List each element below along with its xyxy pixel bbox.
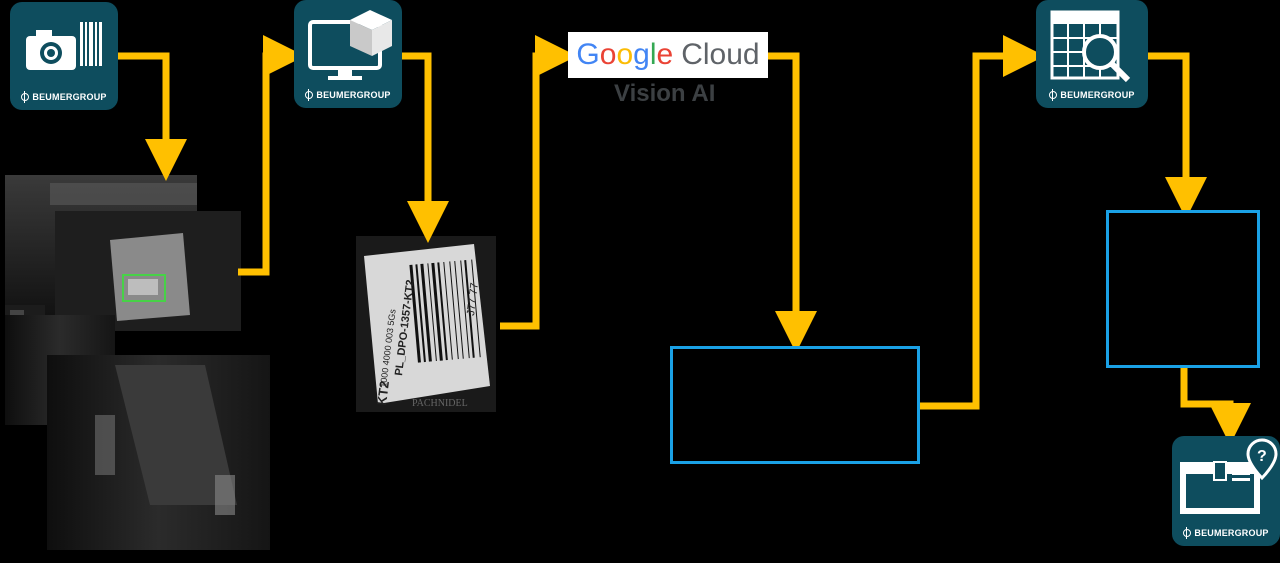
barcode-bar	[464, 260, 475, 358]
beumer-logo-icon	[1183, 527, 1192, 539]
arrow-vision-to-result	[768, 52, 817, 353]
barcode-bar	[443, 261, 453, 360]
barcode-bar	[431, 262, 443, 361]
label-tag-text: KT2	[374, 380, 392, 406]
barcode-bar	[409, 264, 421, 363]
parcel-location-icon: ?	[1180, 438, 1278, 514]
process-tile: BEUMERGROUP	[294, 0, 402, 108]
barcode-bar	[437, 262, 448, 361]
label-image-graphic: PL_DPO-1357-KT2 1000 4000 003 5Gs J77 77…	[356, 236, 496, 412]
grid-search-icon	[1050, 10, 1131, 83]
barcode-bar	[460, 260, 470, 359]
arrow-capture-to-images	[118, 52, 187, 181]
ocr-result-box	[670, 346, 920, 464]
barcode-bar	[415, 264, 426, 363]
track-tile-label: BEUMERGROUP	[1194, 528, 1269, 538]
process-tile-label: BEUMERGROUP	[316, 90, 391, 100]
barcode-bar	[454, 260, 464, 359]
scan-image-stack	[5, 175, 270, 550]
capture-tile-brand: BEUMERGROUP	[10, 90, 118, 104]
barcode-bar	[471, 259, 481, 358]
arrow-result-to-lookup	[920, 35, 1045, 410]
arrow-lookup-to-box	[1146, 52, 1207, 219]
beumer-logo-icon	[21, 91, 30, 103]
label-line2-text: J77 77	[465, 282, 481, 316]
track-tile: ? BEUMERGROUP	[1172, 436, 1280, 546]
vision-ai-label: Vision AI	[614, 80, 716, 107]
process-tile-brand: BEUMERGROUP	[294, 88, 402, 102]
beumer-logo-icon	[305, 89, 314, 101]
track-tile-brand: BEUMERGROUP	[1172, 526, 1280, 540]
capture-tile-label: BEUMERGROUP	[32, 92, 107, 102]
arrow-process-to-label	[400, 52, 449, 243]
lookup-tile: BEUMERGROUP	[1036, 0, 1148, 108]
arrow-images-to-process	[238, 35, 305, 276]
camera-barcode-icon	[26, 22, 102, 70]
barcode-bar	[420, 263, 432, 362]
arrow-label-to-vision	[500, 35, 577, 330]
capture-tile: BEUMERGROUP	[10, 2, 118, 110]
lookup-result-box	[1106, 210, 1260, 368]
beumer-logo-icon	[1049, 89, 1058, 101]
barcode-bar	[449, 261, 459, 360]
monitor-box-icon	[308, 10, 392, 80]
lookup-tile-label: BEUMERGROUP	[1060, 90, 1135, 100]
arrow-box-to-track	[1180, 368, 1251, 445]
label-footer-text: PACHNIDEL	[412, 398, 468, 409]
label-image: PL_DPO-1357-KT2 1000 4000 003 5Gs J77 77…	[356, 236, 496, 412]
scan-image-stack-graphic	[5, 175, 270, 550]
barcode-bar	[427, 263, 437, 362]
barcode-graphic	[409, 259, 481, 363]
question-mark-icon: ?	[1257, 448, 1267, 465]
lookup-tile-brand: BEUMERGROUP	[1036, 88, 1148, 102]
